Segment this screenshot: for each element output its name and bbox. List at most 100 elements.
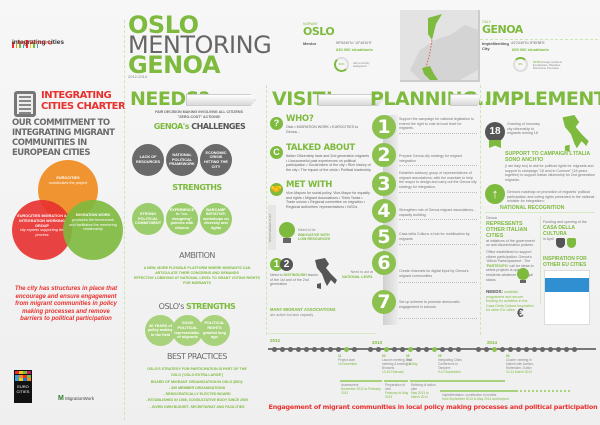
strength-circle: STRONG POLITICAL COMMITMENT	[132, 203, 164, 235]
divider	[399, 282, 477, 283]
oslo-strength-circle: POLITICAL RIGHTS granted long ago	[199, 315, 230, 346]
divider	[480, 39, 598, 40]
phase-bar	[440, 390, 570, 392]
visit-met-title: MET WITH	[286, 180, 333, 190]
plan-text: Set up scheme to promote democratic enga…	[399, 300, 460, 309]
divider	[399, 192, 477, 193]
toolkit-booklet	[544, 270, 590, 325]
timeline-line	[268, 346, 596, 352]
migrationwork-icon: M	[58, 395, 64, 402]
ambition-title: AMBITION	[179, 251, 215, 260]
logo-sub: ImpleMentoring	[17, 40, 52, 46]
genoa-migrant-detail: 54 501 Foreign residents Ecuadorians, Al…	[533, 61, 562, 70]
plan-step-1: 1	[372, 115, 396, 139]
divider	[480, 85, 481, 335]
visit-talked-title: TALKED ABOUT	[286, 143, 355, 153]
oslo-strength-circle: 40 YEARS of policy making in the field	[145, 315, 176, 346]
best-practices-list: OSLO'S STRATEGY FOR PARTICIPATION IS PAR…	[145, 367, 249, 409]
phase-bar	[384, 380, 408, 382]
plan-text: Support the campaign for national legisl…	[399, 117, 474, 131]
challenge-circle: NATIONAL POLITICAL FRAMEWORK	[166, 144, 198, 176]
handshake-icon: 🤝	[270, 183, 283, 196]
ambition-text: A NEW, MORE FLEXIBLE PLATFORM WHERE MIGR…	[134, 266, 260, 285]
roadmap-text: Genoa's roadmap on promotion of migrants…	[507, 190, 595, 204]
needs-block: NEEDS: establish programme and secure fu…	[486, 289, 534, 313]
timeline-phase: ImpleMentation: contribution to toolkits…	[442, 393, 509, 401]
oslo-migrant-label: with a minority background	[353, 62, 370, 68]
distinguish-text: Need to DISTINGUISH issues of the 1st an…	[270, 273, 318, 287]
arrow-up-icon: ↑	[485, 184, 505, 204]
logo-text: integrating cities	[12, 39, 65, 46]
plan-step-4: 4	[372, 199, 396, 223]
divider	[399, 165, 477, 166]
euro-icon: €	[517, 306, 524, 320]
plan-text: Strengthen role of Genoa migrant associa…	[399, 208, 476, 217]
genoa-info: ITALY GENOA ImpleMentling City 44°24'40"…	[482, 20, 549, 52]
divider	[485, 212, 595, 213]
plan-step-7: 7	[372, 290, 396, 314]
implementing-heading: IMPLEMENTING!	[485, 88, 600, 110]
plan-step-3: 3	[372, 172, 396, 196]
plan-text: Establish advisory group of representati…	[399, 171, 477, 189]
strength-circle: BARCAMP INITIATIVE: workshops on diversi…	[200, 203, 232, 235]
italy-green-icon	[560, 115, 590, 158]
integrating-cities-logo: integrating cities ImpleMentoring	[12, 30, 122, 48]
map-icon	[410, 14, 478, 80]
strength-circle: EXPERIENCE in "co-designing" policies wi…	[166, 203, 198, 235]
italy-map-icon	[313, 258, 338, 295]
inspiration-title: INSPIRATION FOR OTHER EU CITIES	[543, 256, 587, 268]
genoa-migrant-gauge: 9%	[513, 57, 528, 72]
divider	[124, 20, 125, 420]
planning-arrow	[450, 94, 480, 106]
generation-icon: 1 2	[270, 258, 293, 271]
strengths-title: STRENGTHS	[172, 183, 222, 192]
phase-bar	[340, 380, 382, 382]
best-practices-title: BEST PRACTICES	[167, 352, 228, 361]
charter-quote: The city has structures in place that en…	[14, 286, 118, 323]
divider	[540, 216, 541, 304]
migrationwork-logo: M MigrationWork	[58, 395, 95, 402]
charter-document-icon	[14, 91, 36, 117]
oslo-info: NORWAY OSLO Mentor 59°54'40"N / 10°45'10…	[303, 22, 373, 52]
plan-step-2: 2	[372, 143, 396, 167]
challenge-circle: LACK OF RESOURCES	[132, 144, 164, 176]
divider	[266, 85, 267, 335]
divider	[399, 318, 477, 319]
europe-map	[400, 10, 480, 82]
footer-banner: Engagement of migrant communities in loc…	[268, 403, 598, 411]
venn-migration-work: MIGRATION WORK produces the benchmark an…	[63, 200, 123, 260]
national-recognition: NATIONAL RECOGNITION	[500, 205, 565, 211]
charter-title: INTEGRATING CITIES CHARTER	[41, 90, 126, 112]
plan-text: Prepare Genoa city strategy for migrant …	[399, 154, 462, 163]
visit-talked-text: Italian Citizenship laws and 2nd generat…	[286, 154, 371, 172]
theater-masks-icon	[556, 238, 576, 248]
oslo-migrant-gauge: 30%	[334, 57, 349, 72]
timeline-year: 2014	[487, 340, 498, 345]
plan-text: Casa della Cultura: a hub for mobilisati…	[399, 232, 470, 241]
visit-who-text: Oslo • MIGRATION WORK • EUROCITIES to Ge…	[286, 125, 359, 134]
office-block: Office established to support citizen pa…	[486, 250, 534, 282]
timeline-year: 2012	[270, 338, 281, 343]
speech-icon: C	[270, 146, 283, 159]
honorary-text: Granting of honorary city citizenship to…	[507, 122, 540, 136]
campaign-text: (I am Italy too) to ask for political ri…	[505, 164, 595, 182]
phase-bar	[410, 380, 505, 382]
question-icon: ?	[270, 117, 283, 130]
discovered-tab: DISCOVERED THAT	[268, 205, 276, 250]
challenges-title: GENOA's CHALLENGES	[153, 122, 246, 131]
age-18-badge: 18	[485, 122, 505, 142]
visit-met-text: Vice-Mayors for social policy, Vice-Mayo…	[286, 191, 370, 209]
divider	[268, 333, 376, 334]
divider	[399, 133, 477, 134]
lightbulb-icon	[279, 222, 295, 244]
lightbulb-icon	[517, 268, 529, 284]
